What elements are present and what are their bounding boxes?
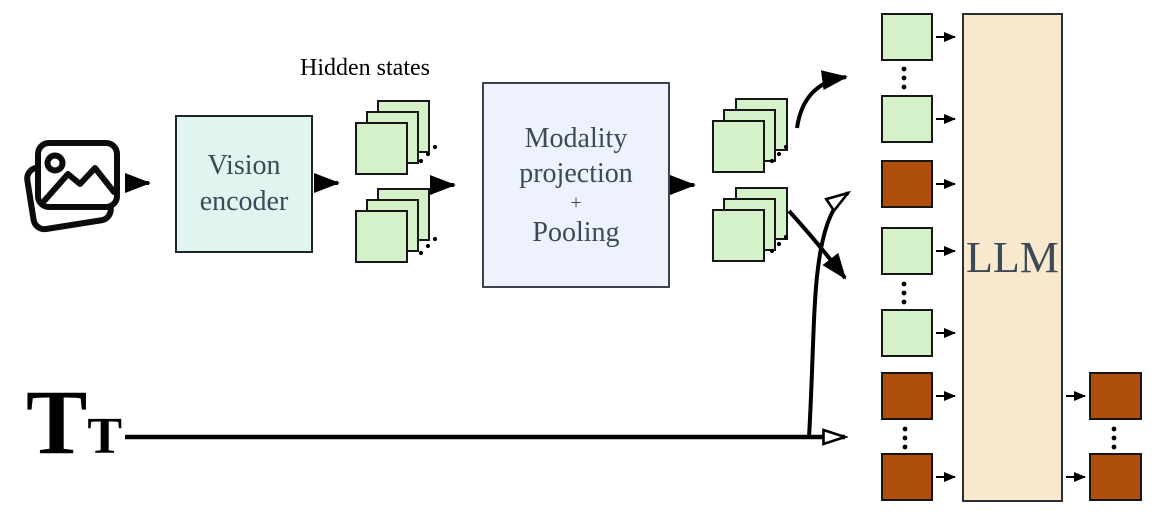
pooled-card <box>712 209 765 262</box>
vision-encoder-label: Vision encoder <box>199 150 289 217</box>
text-token <box>881 160 933 208</box>
pooling-label: Pooling <box>532 216 620 248</box>
photo-stack-icon <box>24 140 120 233</box>
text-input-symbol: TT <box>26 376 122 483</box>
vision-token <box>881 13 933 61</box>
vision-token <box>881 309 933 357</box>
hidden-state-card <box>355 210 408 263</box>
llm-label: LLM <box>966 233 1059 282</box>
text-input-subscript: T <box>87 408 123 465</box>
vision-token <box>881 95 933 143</box>
plus-label: + <box>570 191 582 214</box>
vision-encoder-box: Vision encoder <box>175 115 313 253</box>
arrow-text-branch-to-token <box>807 193 848 438</box>
llm-box: LLM <box>962 13 1063 502</box>
text-token <box>1089 372 1142 420</box>
modality-projection-box: Modality projection + Pooling <box>482 82 670 288</box>
hidden-state-card <box>355 122 408 175</box>
pooled-card <box>712 120 765 173</box>
vision-token <box>881 227 933 275</box>
text-token <box>881 372 933 420</box>
text-input-main: T <box>26 371 88 473</box>
arrow-pooled-top-to-tokens <box>795 70 848 129</box>
arrow-pooled-bottom-to-tokens <box>787 209 847 280</box>
text-token <box>881 453 933 501</box>
hidden-states-label: Hidden states <box>300 55 430 81</box>
modality-projection-label: Modality projection <box>519 122 633 189</box>
text-token <box>1089 453 1142 501</box>
